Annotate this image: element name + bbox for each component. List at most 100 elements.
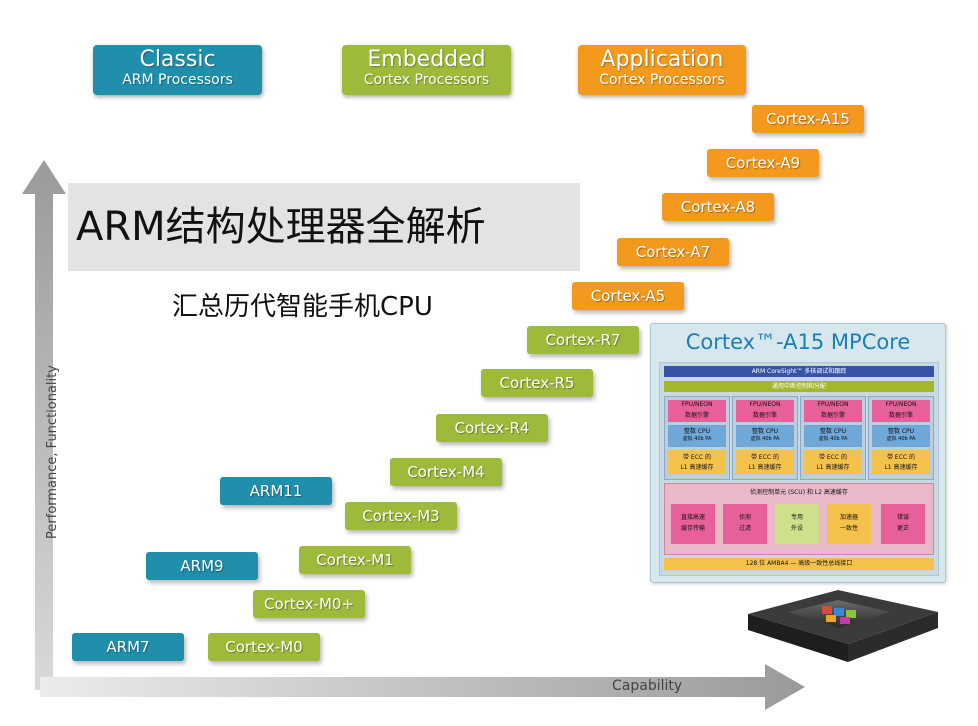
core-cpu: [668, 425, 726, 447]
title-band: [68, 183, 580, 271]
core-fpu-sub: 数据引擎: [820, 412, 845, 419]
core-block: FPU/NEON 数据引擎 整数 CPU 虚拟 40b PA 带 ECC 的 L…: [868, 396, 934, 480]
interrupt-bar: [664, 381, 934, 392]
core-fpu-label: FPU/NEON: [749, 401, 781, 408]
scu-sub-label: 外设: [790, 525, 803, 532]
core-cache: [736, 450, 794, 474]
coresight-bar: [664, 366, 934, 377]
core-cpu-label: 整数 CPU: [819, 428, 847, 435]
header-classic: Classic ARM Processors: [93, 45, 262, 95]
processor-cortex-r5: Cortex-R5: [481, 369, 593, 397]
mpcore-inner: ARM CoreSight™ 多核调试和跟踪 通用中断控制和分配 FPU/NEO…: [659, 362, 939, 576]
core-cache-label: 带 ECC 的: [683, 454, 711, 461]
processor-cortex-m4: Cortex-M4: [390, 458, 502, 486]
header-embedded-subtitle: Cortex Processors: [363, 72, 490, 88]
core-cache: [804, 450, 862, 474]
processor-cortex-a9: Cortex-A9: [707, 149, 819, 177]
core-block: FPU/NEON 数据引擎 整数 CPU 虚拟 40b PA 带 ECC 的 L…: [800, 396, 866, 480]
core-cpu: [804, 425, 862, 447]
core-cache-sub: L1 高速缓存: [816, 464, 850, 471]
core-cpu: [872, 425, 930, 447]
scu-label: 侦测控制单元 (SCU) 和 L2 高速缓存: [750, 489, 848, 496]
core-fpu: [872, 400, 930, 422]
header-application-subtitle: Cortex Processors: [599, 72, 725, 88]
core-fpu: [804, 400, 862, 422]
header-embedded: Embedded Cortex Processors: [342, 45, 511, 95]
chip-illustration: [748, 590, 938, 662]
core-cpu-sub: 虚拟 40b PA: [818, 436, 848, 442]
core-block: FPU/NEON 数据引擎 整数 CPU 虚拟 40b PA 带 ECC 的 L…: [664, 396, 730, 480]
scu-sub-label: 错误: [896, 514, 909, 521]
scu-sub-block: [881, 504, 925, 544]
page-title: ARM结构处理器全解析: [76, 204, 486, 250]
scu-sub-label: 专用: [790, 514, 803, 521]
processor-cortex-m3: Cortex-M3: [345, 502, 457, 530]
coresight-label: ARM CoreSight™ 多核调试和跟踪: [751, 368, 847, 375]
core-fpu-label: FPU/NEON: [885, 401, 917, 408]
core-cpu-label: 整数 CPU: [683, 428, 711, 435]
scu-sub-label: 缓存传输: [680, 525, 705, 532]
processor-arm7: ARM7: [72, 633, 184, 661]
core-fpu: [736, 400, 794, 422]
core-fpu-label: FPU/NEON: [681, 401, 713, 408]
header-classic-subtitle: ARM Processors: [122, 72, 233, 88]
core-fpu-sub: 数据引擎: [684, 412, 709, 419]
scu-sub-label: 加速器: [839, 514, 858, 521]
scu-sub-block: [827, 504, 871, 544]
x-axis-label: Capability: [612, 678, 683, 694]
y-axis-label: Performance, Functionality: [45, 365, 60, 539]
scu-sub-block: [671, 504, 715, 544]
core-cpu-label: 整数 CPU: [751, 428, 779, 435]
page-subtitle: 汇总历代智能手机CPU: [172, 292, 433, 322]
header-classic-title: Classic: [139, 47, 216, 72]
scu-block: 侦测控制单元 (SCU) 和 L2 高速缓存 直接高速 缓存传输 侦测 过滤 专…: [664, 483, 934, 555]
core-cache-label: 带 ECC 的: [819, 454, 847, 461]
y-axis-arrow: [22, 160, 66, 690]
core-cache-sub: L1 高速缓存: [748, 464, 782, 471]
scu-sub-label: 过滤: [738, 525, 751, 532]
processor-cortex-m0plus: Cortex-M0+: [253, 590, 365, 618]
interrupt-label: 通用中断控制和分配: [771, 383, 826, 390]
core-cpu-sub: 虚拟 40b PA: [750, 436, 780, 442]
scu-sub-label: 侦测: [738, 514, 751, 521]
scu-sub-block: [775, 504, 819, 544]
core-cache-label: 带 ECC 的: [751, 454, 779, 461]
scu-sub-block: [723, 504, 767, 544]
core-block: FPU/NEON 数据引擎 整数 CPU 虚拟 40b PA 带 ECC 的 L…: [732, 396, 798, 480]
processor-cortex-a8: Cortex-A8: [662, 193, 774, 221]
scu-sub-label: 直接高速: [680, 514, 705, 521]
processor-cortex-a15: Cortex-A15: [752, 105, 864, 133]
core-fpu-sub: 数据引擎: [752, 412, 777, 419]
core-cpu: [736, 425, 794, 447]
core-cache: [872, 450, 930, 474]
processor-cortex-m1: Cortex-M1: [299, 546, 411, 574]
processor-cortex-r7: Cortex-R7: [527, 326, 639, 354]
processor-cortex-r4: Cortex-R4: [436, 414, 548, 442]
header-embedded-title: Embedded: [367, 47, 486, 72]
x-axis-arrow: [40, 664, 805, 710]
core-cache-label: 带 ECC 的: [887, 454, 915, 461]
mpcore-title: Cortex™-A15 MPCore: [685, 330, 911, 354]
core-cpu-sub: 虚拟 40b PA: [682, 436, 712, 442]
processor-cortex-m0: Cortex-M0: [208, 633, 320, 661]
scu-sub-label: 更正: [896, 525, 909, 532]
core-cpu-label: 整数 CPU: [887, 428, 915, 435]
amba-bus-label: 128 位 AMBA4 — 高级一致性总线接口: [745, 560, 853, 567]
processor-arm9: ARM9: [146, 552, 258, 580]
core-fpu-label: FPU/NEON: [817, 401, 849, 408]
mpcore-panel: Cortex™-A15 MPCore ARM CoreSight™ 多核调试和跟…: [650, 323, 946, 583]
scu-sub-label: 一致性: [839, 525, 858, 532]
core-cache-sub: L1 高速缓存: [680, 464, 714, 471]
core-fpu: [668, 400, 726, 422]
header-application-title: Application: [600, 47, 724, 72]
core-cpu-sub: 虚拟 40b PA: [886, 436, 916, 442]
core-fpu-sub: 数据引擎: [888, 412, 913, 419]
core-cache-sub: L1 高速缓存: [884, 464, 918, 471]
processor-arm11: ARM11: [220, 477, 332, 505]
header-application: Application Cortex Processors: [578, 45, 746, 95]
amba-bus: [664, 558, 934, 570]
core-cache: [668, 450, 726, 474]
processor-cortex-a7: Cortex-A7: [617, 238, 729, 266]
processor-cortex-a5: Cortex-A5: [572, 282, 684, 310]
